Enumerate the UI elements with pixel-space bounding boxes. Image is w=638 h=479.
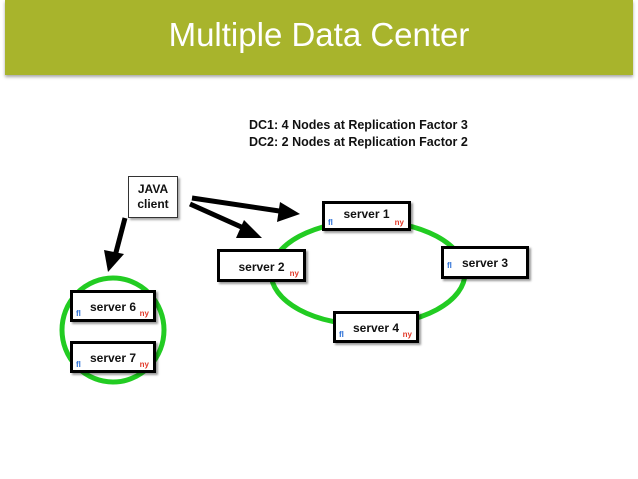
server-1-ny-tag: ny <box>394 218 404 227</box>
server-7-fl-tag: fl <box>76 360 81 369</box>
server-3-node: server 3 fl <box>441 246 529 279</box>
client-label-line2: client <box>137 197 169 211</box>
slide-title: Multiple Data Center <box>168 16 470 53</box>
server-1-fl-tag: fl <box>328 218 333 227</box>
dc2-ring <box>59 275 167 385</box>
server-6-label: server 6 <box>89 300 137 314</box>
server-3-fl-tag: fl <box>447 261 452 270</box>
server-2-node: server 2 ny <box>217 249 306 282</box>
title-bar: Multiple Data Center <box>5 0 633 75</box>
dc2-line: DC2: 2 Nodes at Replication Factor 2 <box>249 135 468 149</box>
server-4-fl-tag: fl <box>339 330 344 339</box>
server-7-ny-tag: ny <box>139 360 149 369</box>
server-4-ny-tag: ny <box>402 330 412 339</box>
server-4-label: server 4 <box>352 321 400 335</box>
server-7-node: server 7 fl ny <box>70 341 156 373</box>
server-6-ny-tag: ny <box>139 309 149 318</box>
server-4-node: server 4 fl ny <box>333 311 419 343</box>
client-label-line1: JAVA <box>137 182 169 196</box>
arrow-to-dc2 <box>104 217 128 272</box>
server-2-label: server 2 <box>238 260 285 274</box>
arrow-to-server-1 <box>191 195 300 222</box>
server-1-label: server 1 <box>343 207 390 221</box>
server-6-node: server 6 fl ny <box>70 290 156 322</box>
server-1-node: server 1 fl ny <box>322 201 411 231</box>
java-client-box: JAVA client <box>128 176 178 218</box>
dc-description: DC1: 4 Nodes at Replication Factor 3 DC2… <box>249 117 468 151</box>
dc1-line: DC1: 4 Nodes at Replication Factor 3 <box>249 118 468 132</box>
arrow-to-server-2 <box>188 201 262 238</box>
server-7-label: server 7 <box>89 351 137 365</box>
server-6-fl-tag: fl <box>76 309 81 318</box>
server-2-ny-tag: ny <box>289 269 299 278</box>
server-3-label: server 3 <box>461 256 509 270</box>
